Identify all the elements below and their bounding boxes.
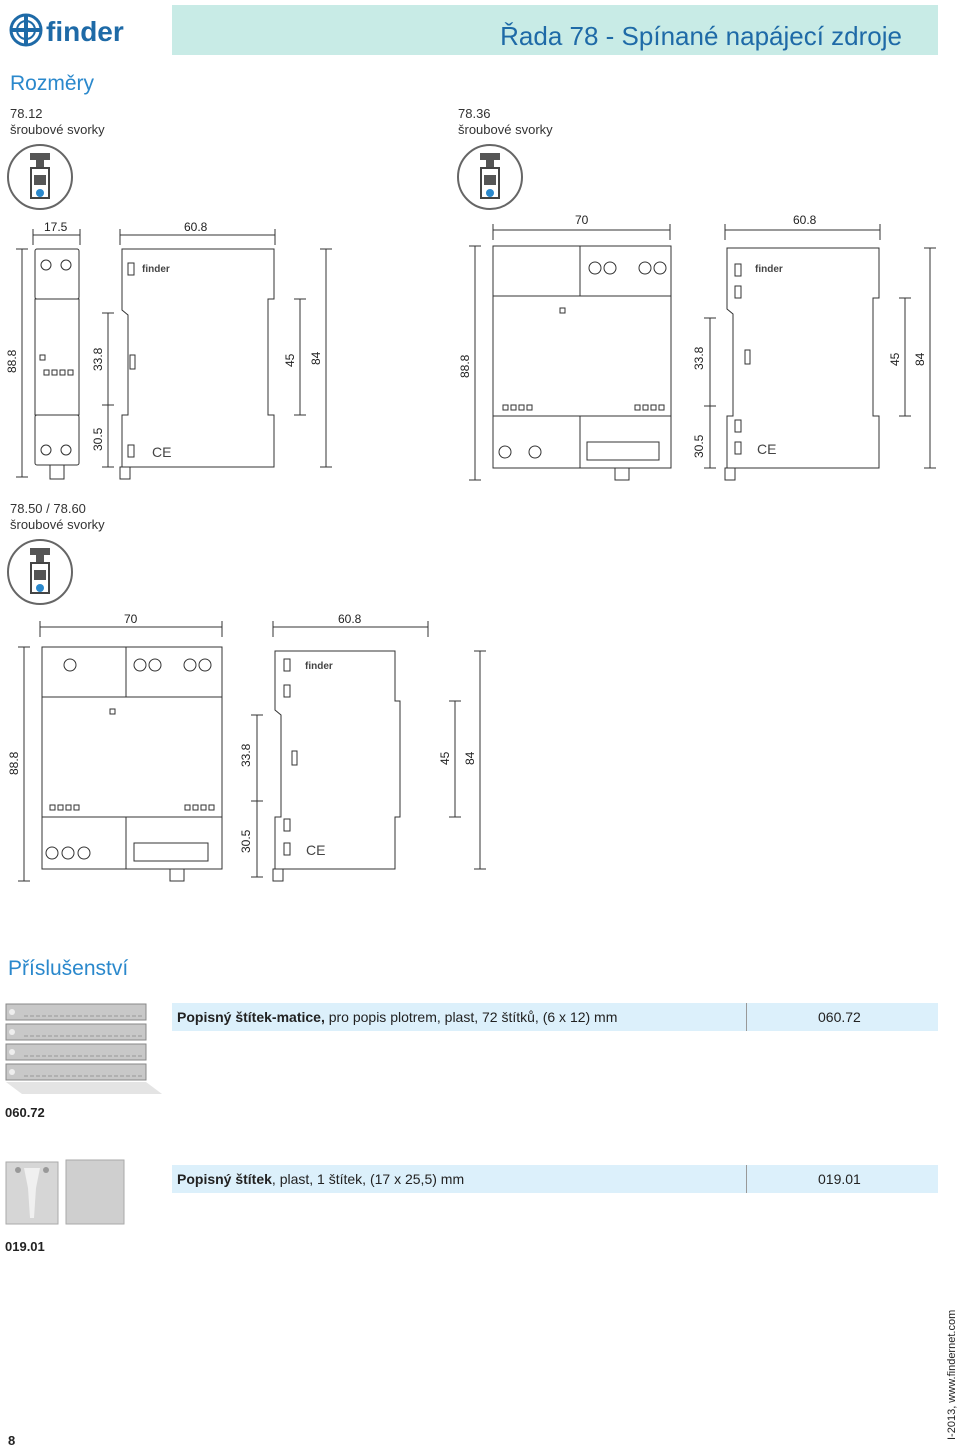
accessory-name-1: Popisný štítek-matice, xyxy=(177,1009,325,1025)
svg-text:CE: CE xyxy=(306,842,325,858)
accessory-row-2: Popisný štítek, plast, 1 štítek, (17 x 2… xyxy=(172,1165,938,1193)
svg-text:60.8: 60.8 xyxy=(793,213,817,227)
model-label-2: 78.36 xyxy=(458,106,491,121)
screw-terminal-icon xyxy=(456,143,524,211)
accessory-desc-1: pro popis plotrem, plast, 72 štítků, (6 … xyxy=(324,1009,618,1025)
page-title: Řada 78 - Spínané napájecí zdroje xyxy=(500,21,902,51)
svg-text:60.8: 60.8 xyxy=(338,612,362,626)
footer-side-text: I-2013, www.findernet.com xyxy=(946,1309,958,1440)
svg-text:30.5: 30.5 xyxy=(91,427,105,451)
terminals-label-1: šroubové svorky xyxy=(10,122,105,137)
svg-text:30.5: 30.5 xyxy=(692,434,706,458)
svg-text:30.5: 30.5 xyxy=(239,829,253,853)
svg-text:45: 45 xyxy=(888,352,902,366)
svg-text:CE: CE xyxy=(152,444,171,460)
svg-text:45: 45 xyxy=(283,353,297,367)
accessory-code-1: 060.72 xyxy=(818,1009,861,1025)
svg-text:finder: finder xyxy=(142,264,170,275)
label-tag-image xyxy=(4,1158,128,1228)
svg-text:finder: finder xyxy=(755,264,783,275)
svg-text:70: 70 xyxy=(575,213,589,227)
svg-text:33.8: 33.8 xyxy=(692,346,706,370)
svg-text:84: 84 xyxy=(309,351,323,365)
screw-terminal-icon xyxy=(6,143,74,211)
dimensions-heading: Rozměry xyxy=(10,72,95,95)
header-bar: Řada 78 - Spínané napájecí zdroje xyxy=(172,5,938,55)
svg-text:45: 45 xyxy=(438,751,452,765)
svg-text:88.8: 88.8 xyxy=(458,354,472,378)
svg-text:70: 70 xyxy=(124,612,138,626)
svg-text:CE: CE xyxy=(757,441,776,457)
accessories-heading: Příslušenství xyxy=(8,957,129,980)
terminals-label-3: šroubové svorky xyxy=(10,517,105,532)
divider xyxy=(746,1165,747,1193)
svg-text:84: 84 xyxy=(463,751,477,765)
drawing-78-50-78-60: finder CE 70 60.8 88.8 33.8 30.5 45 84 xyxy=(7,612,486,882)
accessory-row-1: Popisný štítek-matice, pro popis plotrem… xyxy=(172,1003,938,1031)
svg-text:88.8: 88.8 xyxy=(5,349,19,373)
svg-text:finder: finder xyxy=(305,661,333,672)
drawing-78-12: finder CE 17.5 60.8 88.8 33.8 30.5 45 84 xyxy=(5,220,332,480)
accessory-name-2: Popisný štítek xyxy=(177,1171,272,1187)
terminals-label-2: šroubové svorky xyxy=(458,122,553,137)
accessory-caption-1: 060.72 xyxy=(5,1105,45,1120)
svg-text:33.8: 33.8 xyxy=(239,743,253,767)
svg-text:84: 84 xyxy=(913,352,927,366)
divider xyxy=(746,1003,747,1031)
svg-text:88.8: 88.8 xyxy=(7,751,21,775)
svg-text:17.5: 17.5 xyxy=(44,220,68,234)
page-number: 8 xyxy=(8,1433,16,1448)
accessory-code-2: 019.01 xyxy=(818,1171,861,1187)
label-matrix-image xyxy=(4,1002,164,1097)
svg-text:60.8: 60.8 xyxy=(184,220,208,234)
finder-logo: finder xyxy=(8,10,158,50)
screw-terminal-icon xyxy=(6,538,74,606)
accessory-caption-2: 019.01 xyxy=(5,1239,45,1254)
svg-text:33.8: 33.8 xyxy=(91,347,105,371)
svg-text:finder: finder xyxy=(46,16,124,47)
model-label-3: 78.50 / 78.60 xyxy=(10,501,86,516)
accessory-desc-2: , plast, 1 štítek, (17 x 25,5) mm xyxy=(271,1171,465,1187)
model-label-1: 78.12 xyxy=(10,106,43,121)
drawing-78-36: finder CE 70 60.8 88.8 33.8 30.5 45 84 xyxy=(458,213,936,481)
